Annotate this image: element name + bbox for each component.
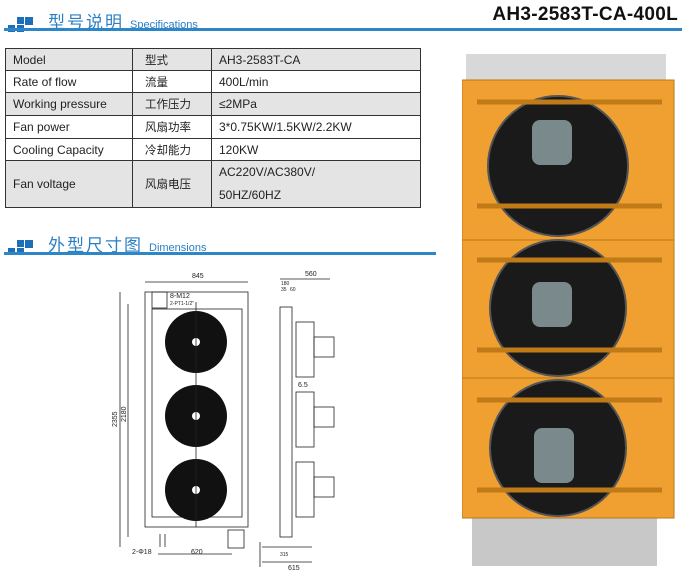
dim-315: 315 bbox=[280, 552, 289, 558]
dim-holes: 2-Φ18 bbox=[132, 549, 152, 556]
dimension-drawing: 845 560 180 35 60 8-M12 2-PT1-1/2" 6.5 2… bbox=[112, 271, 335, 572]
side-view bbox=[259, 278, 335, 567]
dim-depth: 560 bbox=[305, 271, 317, 278]
spec-label: Fan voltage bbox=[5, 160, 133, 208]
spec-value: 120KW bbox=[211, 138, 421, 161]
section-icon bbox=[8, 240, 34, 256]
dim-6-5: 6.5 bbox=[298, 382, 308, 389]
section-title-cn: 外型尺寸图 bbox=[48, 236, 143, 256]
spec-label-cn: 流量 bbox=[132, 70, 212, 93]
spec-label: Model bbox=[5, 48, 133, 71]
dimensions-header: 外型尺寸图 Dimensions bbox=[8, 231, 206, 256]
spec-value: AC220V/AC380V/ bbox=[219, 165, 316, 179]
spec-value: 400L/min bbox=[211, 70, 421, 93]
front-view bbox=[119, 281, 249, 555]
spec-label-cn: 风扇功率 bbox=[132, 115, 212, 139]
dim-height: 2355 bbox=[112, 411, 119, 427]
spec-label-cn: 风扇电压 bbox=[132, 160, 212, 208]
dim-ports: 2-PT1-1/2" bbox=[170, 301, 194, 307]
spec-label: Fan power bbox=[5, 115, 133, 139]
product-photo bbox=[462, 54, 675, 566]
spec-value: 3*0.75KW/1.5KW/2.2KW bbox=[211, 115, 421, 139]
dim-60: 60 bbox=[290, 287, 296, 293]
spec-label: Cooling Capacity bbox=[5, 138, 133, 161]
divider bbox=[4, 252, 436, 255]
spec-label-cn: 工作压力 bbox=[132, 92, 212, 116]
spec-value: 50HZ/60HZ bbox=[219, 188, 282, 202]
spec-label-cn: 冷却能力 bbox=[132, 138, 212, 161]
model-title: AH3-2583T-CA-400L bbox=[492, 4, 678, 25]
divider bbox=[4, 28, 682, 31]
spec-value: AH3-2583T-CA bbox=[211, 48, 421, 71]
spec-value: ≤2MPa bbox=[211, 92, 421, 116]
dim-35: 35 bbox=[281, 287, 287, 293]
dim-615: 615 bbox=[288, 565, 300, 572]
dim-bolts: 8-M12 bbox=[170, 293, 190, 300]
spec-label: Working pressure bbox=[5, 92, 133, 116]
dim-width: 845 bbox=[192, 273, 204, 280]
dim-height-2: 2180 bbox=[121, 406, 128, 422]
section-title-en: Dimensions bbox=[149, 242, 207, 254]
dim-base: 620 bbox=[191, 549, 203, 556]
dim-180: 180 bbox=[281, 281, 290, 287]
spec-label: Rate of flow bbox=[5, 70, 133, 93]
spec-label-cn: 型式 bbox=[132, 48, 212, 71]
